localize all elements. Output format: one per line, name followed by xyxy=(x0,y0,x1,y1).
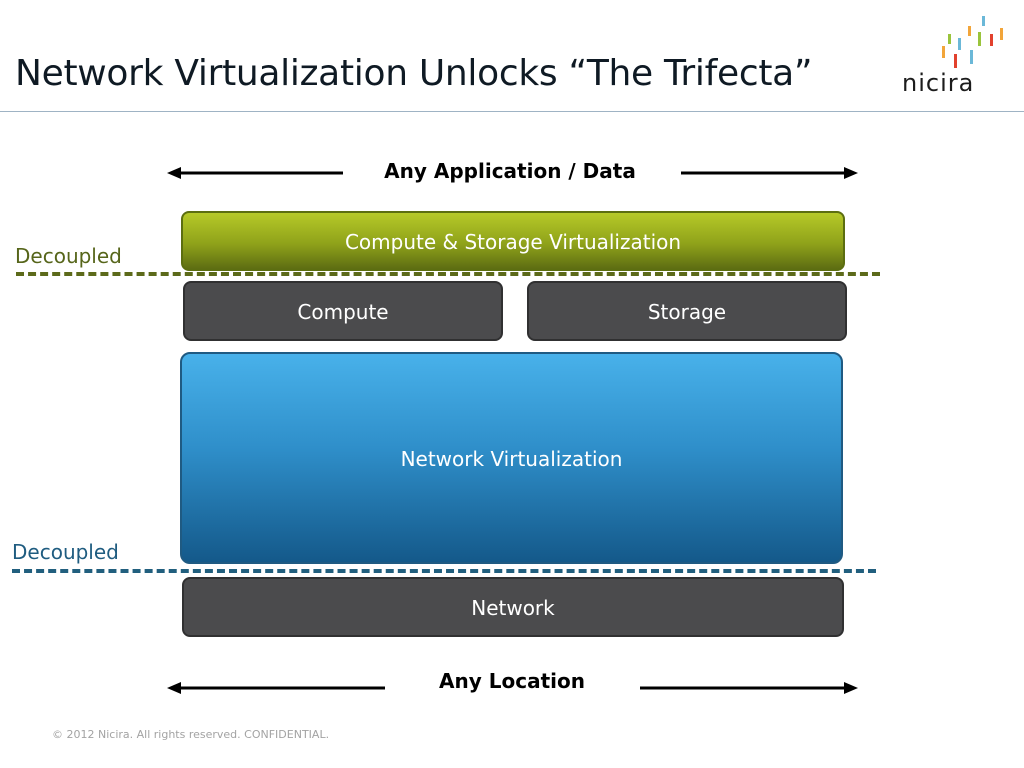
network-virtualization-layer: Network Virtualization xyxy=(180,352,843,564)
storage-label: Storage xyxy=(647,300,727,324)
copyright-footer: © 2012 Nicira. All rights reserved. CONF… xyxy=(52,728,330,741)
decoupled-label-upper: Decoupled xyxy=(15,244,122,268)
network-label: Network xyxy=(471,596,555,620)
slide-title: Network Virtualization Unlocks “The Trif… xyxy=(15,53,813,94)
nicira-bars-logo-icon xyxy=(942,16,1003,68)
title-divider xyxy=(0,111,1024,112)
right-arrow-icon xyxy=(640,682,858,694)
top-axis-label: Any Application / Data xyxy=(384,159,636,183)
decoupled-divider-lower xyxy=(12,569,876,573)
storage-layer: Storage xyxy=(527,281,847,341)
left-arrow-icon xyxy=(167,167,343,179)
network-layer: Network xyxy=(182,577,844,637)
compute-storage-virtualization-label: Compute & Storage Virtualization xyxy=(344,230,682,254)
compute-label: Compute xyxy=(297,300,389,324)
compute-storage-virtualization-layer: Compute & Storage Virtualization xyxy=(181,211,845,271)
logo-wordmark: nicira xyxy=(902,69,975,97)
nicira-logo: nicira xyxy=(898,12,1008,96)
decoupled-label-lower: Decoupled xyxy=(12,540,119,564)
decoupled-divider-upper xyxy=(16,272,880,276)
right-arrow-icon xyxy=(681,167,858,179)
compute-layer: Compute xyxy=(183,281,503,341)
left-arrow-icon xyxy=(167,682,385,694)
network-virtualization-label: Network Virtualization xyxy=(400,447,623,471)
bottom-axis-label: Any Location xyxy=(439,669,585,693)
